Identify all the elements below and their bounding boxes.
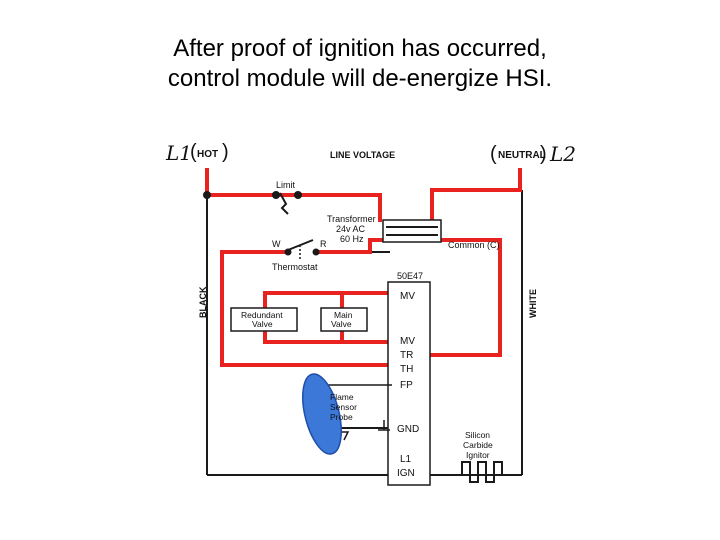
energized-wires [205, 168, 522, 367]
terminal-ign: IGN [397, 468, 415, 479]
label-transformer: Transformer [327, 214, 376, 224]
label-module-id: 50E47 [397, 271, 423, 281]
paren-open-neutral: ( [490, 143, 497, 165]
terminal-mv-1: MV [400, 291, 415, 302]
redundant-valve [230, 307, 298, 332]
title-line-2: control module will de-energize HSI. [167, 65, 553, 92]
ignitor-element [455, 461, 522, 483]
control-module [387, 281, 431, 486]
paren-open-hot: ( [190, 141, 197, 163]
label-main: Main [334, 310, 353, 320]
label-limit: Limit [276, 180, 296, 190]
label-line-voltage: LINE VOLTAGE [330, 150, 395, 160]
label-neutral: NEUTRAL [498, 150, 546, 161]
label-main-valve: Valve [331, 319, 352, 329]
terminal-fp: FP [400, 380, 413, 391]
connection-dots [203, 191, 320, 256]
terminal-gnd: GND [397, 424, 419, 435]
flame-sensor [318, 384, 392, 441]
label-transformer-freq: 60 Hz [340, 234, 364, 244]
title-line-1: After proof of ignition has occurred, [173, 35, 547, 62]
label-hot: HOT [197, 149, 218, 160]
terminal-th: TH [400, 364, 413, 375]
label-common: Common (C) [448, 240, 500, 250]
label-black-wire: BLACK [198, 286, 208, 318]
main-valve [320, 307, 368, 332]
terminal-tr: TR [400, 350, 413, 361]
terminal-l1: L1 [400, 454, 412, 465]
label-probe: Probe [330, 412, 353, 422]
paren-close-hot: ) [222, 141, 229, 163]
limit-switch [279, 192, 289, 215]
slide-title: After proof of ignition has occurred, co… [0, 34, 720, 94]
flame-sensor-highlight [302, 373, 342, 455]
label-l1: L1 [165, 141, 192, 165]
label-white-wire: WHITE [528, 289, 538, 318]
label-transformer-voltage: 24v AC [336, 224, 366, 234]
label-r: R [320, 239, 327, 249]
transformer [382, 219, 442, 243]
label-sensor: Sensor [330, 402, 357, 412]
label-silicon: Silicon [465, 430, 490, 440]
label-w: W [272, 239, 281, 249]
ground-symbol [378, 420, 390, 431]
label-flame: Flame [330, 392, 354, 402]
thermostat-switch [287, 239, 314, 260]
paren-close-neutral: ) [540, 143, 547, 165]
label-carbide: Carbide [463, 440, 493, 450]
label-redundant-valve: Valve [252, 319, 273, 329]
label-l2: L2 [549, 142, 576, 166]
label-ignitor: Ignitor [466, 450, 490, 460]
label-thermostat: Thermostat [272, 262, 318, 272]
terminal-mv-2: MV [400, 336, 415, 347]
label-redundant: Redundant [241, 310, 283, 320]
